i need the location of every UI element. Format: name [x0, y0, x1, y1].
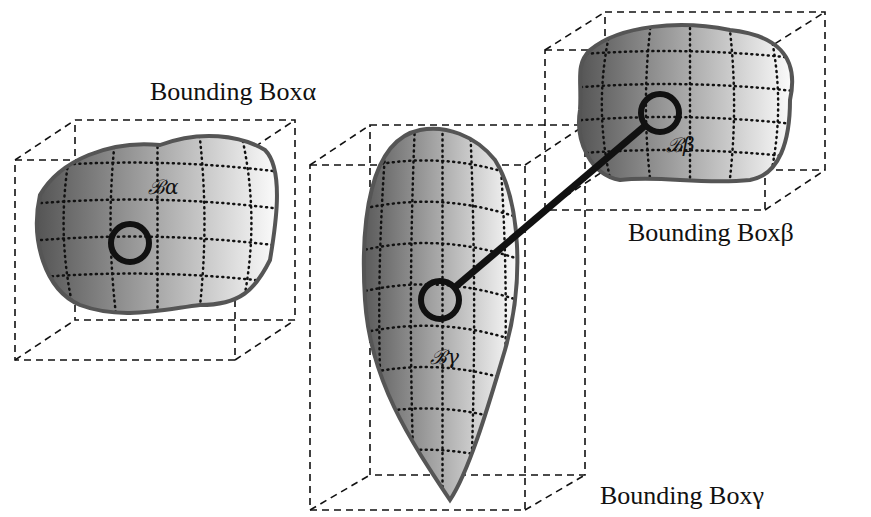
- surface-grid: [30, 17, 810, 505]
- blob-outline: [37, 25, 792, 500]
- bounding-box: Bounding Boxβℬβ: [545, 12, 825, 210]
- body-blob: ℬβ: [575, 22, 805, 187]
- box-label: Bounding Boxα: [150, 78, 316, 107]
- surface-grid: [30, 125, 285, 320]
- box-label: Bounding Boxγ: [600, 482, 764, 511]
- connector-line: [456, 127, 644, 287]
- surface-grid: [570, 17, 810, 192]
- bounding-cube: [15, 12, 825, 510]
- body-label: ℬα: [148, 176, 179, 198]
- bounding-box: Bounding Boxγℬγ: [310, 125, 585, 510]
- body-label: ℬβ: [666, 134, 695, 156]
- box-label: Bounding Boxβ: [628, 219, 794, 248]
- center-circle: [111, 94, 679, 319]
- body-blob: ℬγ: [360, 128, 525, 500]
- surface-grid: [355, 123, 530, 505]
- body-blob: ℬα: [35, 130, 280, 315]
- body-label: ℬγ: [430, 346, 459, 368]
- blob-body: [37, 25, 792, 500]
- bounding-box: Bounding Boxαℬα: [15, 120, 295, 360]
